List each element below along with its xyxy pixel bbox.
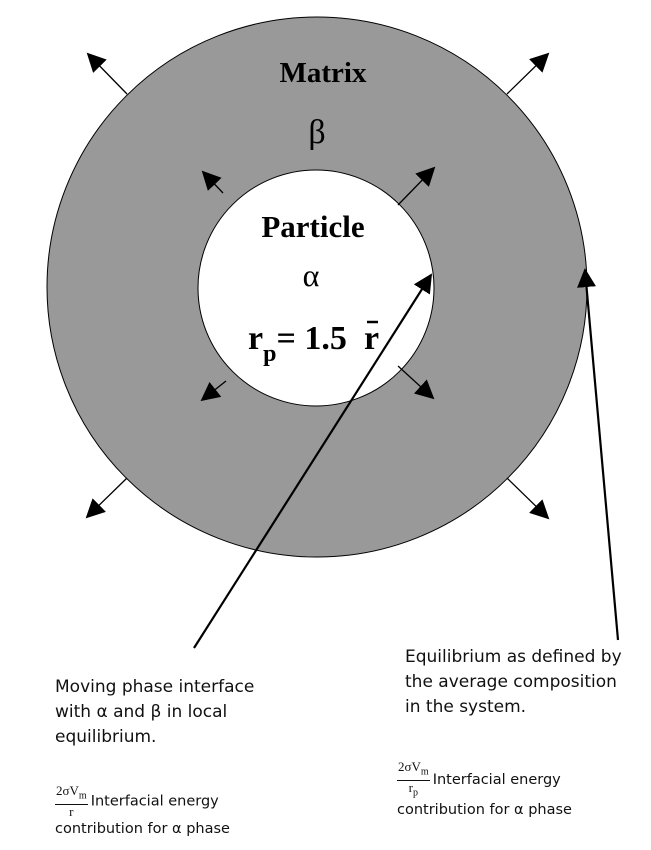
radius-subscript: p — [263, 341, 276, 367]
outer-arrow-sw — [85, 477, 128, 519]
interface-pointer-arrow — [193, 273, 433, 649]
left-caption-line: contribution for α phase — [55, 820, 230, 837]
interface-note-line: with α and β in local — [55, 702, 228, 722]
equilibrium-note-line: the average composition — [405, 672, 617, 692]
matrix-phase-symbol: β — [308, 114, 325, 151]
left-energy-formula: 2σVm r — [55, 783, 88, 819]
outer-arrows — [85, 52, 550, 520]
interface-note-line: equilibrium. — [55, 727, 157, 747]
particle-phase-symbol: α — [303, 257, 320, 293]
inner-arrow-se — [397, 365, 435, 400]
interface-note: Moving phase interface with α and β in l… — [55, 675, 254, 750]
inner-arrow-ne — [397, 166, 436, 206]
svg-text:rp= 1.5: rp= 1.5 — [248, 320, 347, 367]
radius-equality: = 1.5 — [276, 320, 346, 357]
left-caption-line: Interfacial energy — [90, 793, 219, 810]
outer-arrow-nw — [86, 52, 128, 95]
inner-arrow-sw — [200, 380, 227, 402]
interface-note-line: Moving phase interface — [55, 677, 255, 697]
particle-radius-equation: rp= 1.5 r — [248, 320, 379, 367]
right-caption-line: Interfacial energy — [432, 772, 561, 789]
equilibrium-note-line: Equilibrium as defined by — [405, 647, 622, 667]
right-energy-formula: 2σVm rp — [397, 759, 430, 799]
inner-arrows — [200, 166, 436, 402]
particle-label: Particle — [261, 209, 364, 244]
right-caption-line: contribution for α phase — [397, 802, 572, 819]
inner-arrow-nw — [201, 170, 224, 194]
left-energy-caption: 2σVm r Interfacial energy contribution f… — [55, 784, 230, 837]
mean-radius-symbol: r — [364, 320, 379, 357]
right-energy-caption: 2σVm rp Interfacial energy contribution … — [397, 760, 572, 818]
radius-symbol: r — [248, 320, 263, 357]
outer-arrow-ne — [506, 52, 550, 95]
particle-circle — [197, 169, 435, 407]
equilibrium-pointer-arrow — [577, 268, 620, 641]
outer-arrow-se — [506, 477, 550, 520]
equilibrium-note-line: in the system. — [405, 697, 527, 717]
equilibrium-note: Equilibrium as defined by the average co… — [405, 645, 622, 720]
matrix-label: Matrix — [280, 57, 367, 89]
